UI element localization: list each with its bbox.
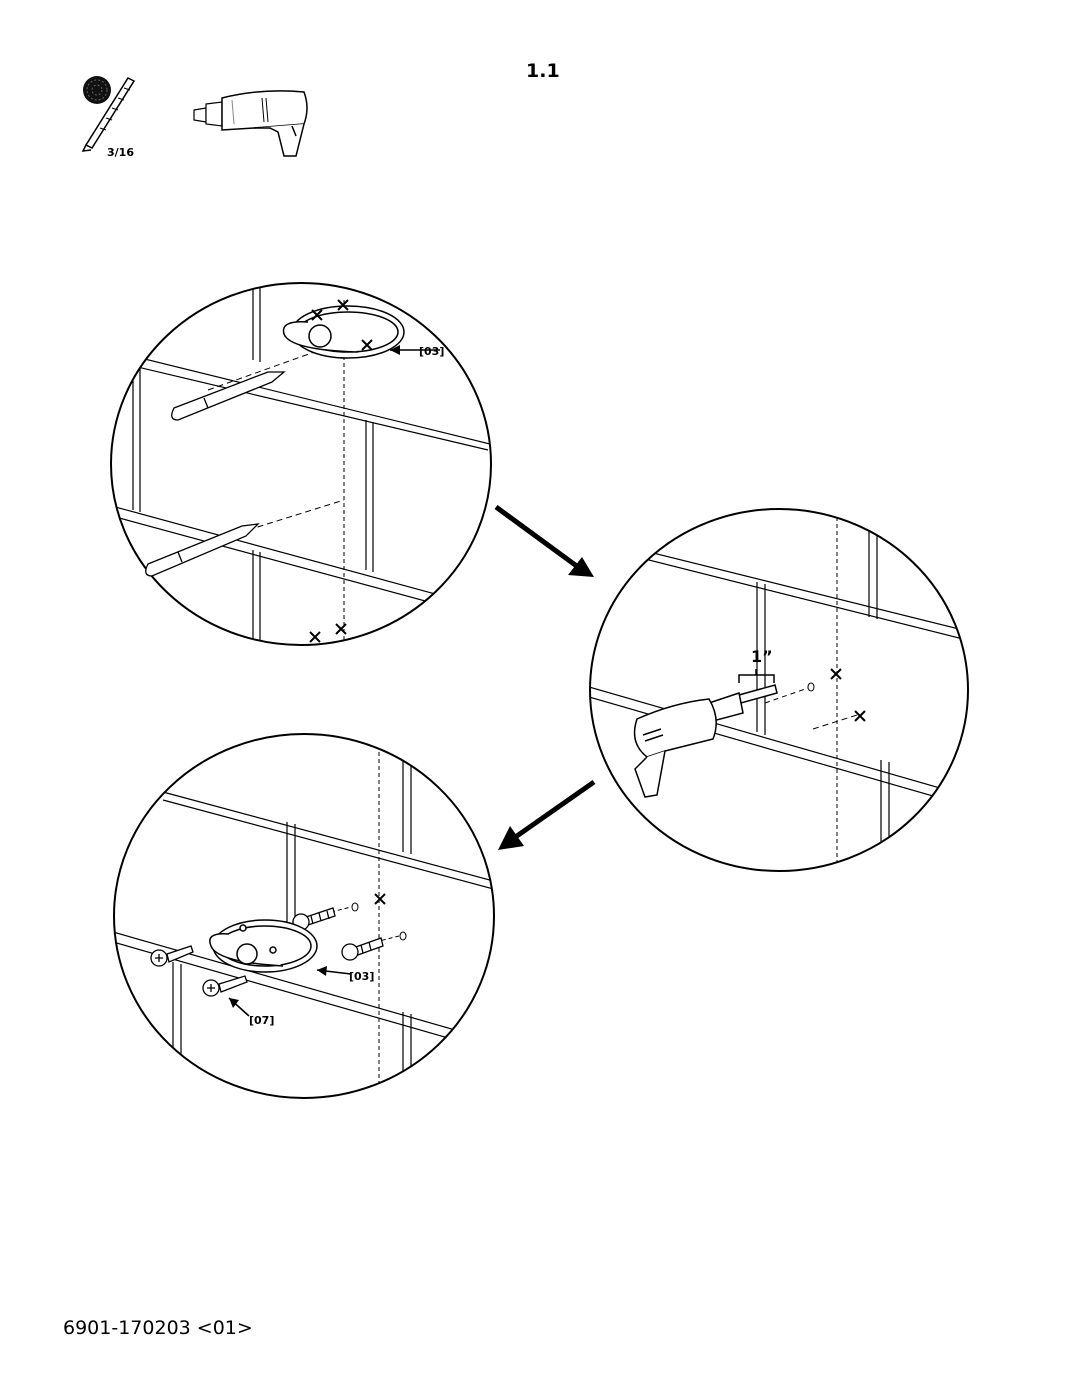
drill-hole (807, 682, 815, 692)
screw (150, 945, 194, 967)
screw-label: [07] (249, 1014, 274, 1027)
marking-panel: [03] (110, 282, 492, 646)
hook-label: [03] (349, 970, 374, 983)
cross-marks (374, 893, 386, 905)
detail-circle (589, 508, 969, 872)
drilling-panel: 1” (589, 508, 969, 872)
wall-anchor (341, 937, 384, 961)
screw (202, 975, 248, 997)
detail-circle (113, 733, 495, 1099)
hook-part (282, 305, 405, 359)
tile-wall (590, 527, 968, 871)
part-label: [03] (419, 345, 444, 358)
pencil-icon (171, 371, 286, 421)
detail-circle (110, 282, 492, 646)
drill-hole (399, 931, 407, 941)
drill-bit-icon (81, 76, 136, 152)
depth-label: 1” (751, 647, 773, 666)
mounting-panel: [03] [07] (113, 733, 495, 1099)
sequence-arrow (494, 505, 594, 577)
step-number: 1.1 (526, 60, 560, 82)
cross-marks (309, 299, 373, 643)
cross-marks (830, 668, 866, 722)
sequence-arrow (498, 779, 596, 850)
drill-hole (351, 902, 359, 912)
power-drill-icon (193, 90, 308, 157)
hook-part (209, 919, 318, 973)
power-drill-icon (633, 684, 778, 798)
document-code: 6901-170203 <01> (63, 1317, 253, 1339)
drill-bit-size: 3/16 (107, 146, 134, 159)
pencil-icon (145, 523, 260, 577)
